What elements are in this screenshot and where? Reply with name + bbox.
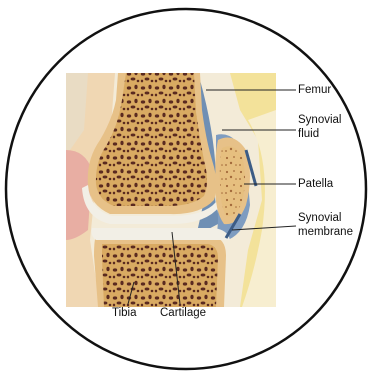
label-synovial-fluid-line2: fluid [298,128,319,141]
label-cartilage: Cartilage [160,307,206,320]
label-synovial-fluid-line1: Synovial [298,114,341,127]
label-femur: Femur [298,84,331,97]
label-synovial-membrane-line2: membrane [298,226,353,239]
label-tibia: Tibia [112,307,137,320]
label-patella: Patella [298,178,333,191]
illustration-panel [66,73,276,307]
label-synovial-membrane-line1: Synovial [298,212,341,225]
